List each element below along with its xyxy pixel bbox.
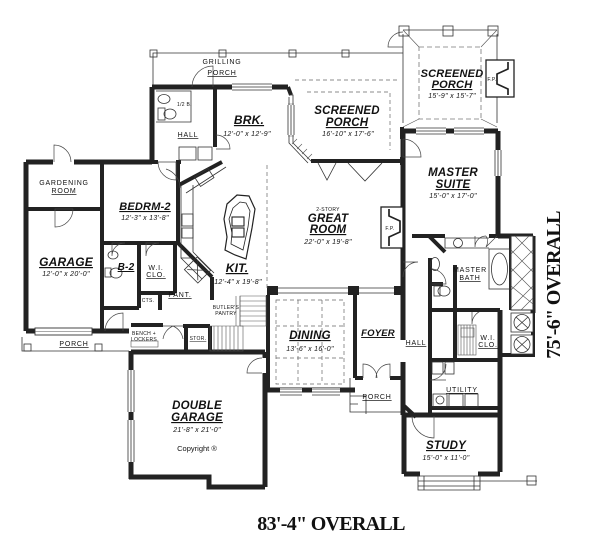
svg-text:12'-4" x 19'-8": 12'-4" x 19'-8": [214, 279, 262, 286]
svg-text:15'-0" x 11'-0": 15'-0" x 11'-0": [422, 455, 469, 462]
svg-text:LOCKERS: LOCKERS: [131, 337, 157, 343]
svg-text:GREAT: GREAT: [308, 213, 349, 225]
svg-text:DOUBLE: DOUBLE: [172, 400, 222, 412]
svg-text:CLO.: CLO.: [478, 342, 498, 349]
svg-text:MASTER: MASTER: [453, 267, 487, 274]
svg-text:PORCH: PORCH: [59, 341, 88, 348]
svg-text:16'-10" x 17'-6": 16'-10" x 17'-6": [322, 131, 374, 138]
svg-text:SUITE: SUITE: [436, 179, 471, 191]
svg-text:CLO.: CLO.: [146, 272, 166, 279]
svg-text:13'-6" x 16'-0": 13'-6" x 16'-0": [286, 346, 334, 353]
svg-text:15'-0" x 17'-0": 15'-0" x 17'-0": [429, 193, 477, 200]
svg-text:SCREENED: SCREENED: [314, 105, 380, 117]
svg-text:ROOM: ROOM: [52, 188, 77, 195]
svg-text:DINING: DINING: [289, 330, 330, 342]
svg-text:F.P.: F.P.: [487, 77, 496, 83]
svg-text:83'-4" OVERALL: 83'-4" OVERALL: [257, 513, 405, 535]
svg-text:CTS.: CTS.: [142, 298, 155, 304]
svg-text:ROOM: ROOM: [310, 224, 347, 236]
svg-text:12'-3" x 13'-8": 12'-3" x 13'-8": [121, 215, 169, 222]
svg-text:GARAGE: GARAGE: [171, 412, 223, 424]
svg-text:PORCH: PORCH: [362, 394, 391, 401]
svg-text:BATH: BATH: [459, 275, 480, 282]
svg-text:STOR.: STOR.: [190, 336, 207, 342]
svg-text:W.I.: W.I.: [480, 335, 495, 342]
svg-text:BENCH +: BENCH +: [132, 331, 156, 337]
svg-text:75'-6" OVERALL: 75'-6" OVERALL: [543, 211, 565, 359]
svg-text:BRK.: BRK.: [234, 113, 264, 127]
svg-text:HALL: HALL: [178, 132, 199, 139]
svg-text:22'-0" x 19'-8": 22'-0" x 19'-8": [303, 239, 352, 246]
svg-text:PORCH: PORCH: [432, 79, 474, 91]
svg-text:2-STORY: 2-STORY: [316, 207, 340, 213]
svg-text:PORCH: PORCH: [326, 117, 369, 129]
svg-text:KIT.: KIT.: [226, 261, 249, 275]
svg-text:BEDRM-2: BEDRM-2: [119, 201, 171, 213]
svg-text:MASTER: MASTER: [428, 167, 478, 179]
svg-text:F.P.: F.P.: [385, 226, 394, 232]
svg-text:21'-8" x 21'-0": 21'-8" x 21'-0": [172, 427, 221, 434]
svg-text:15'-9" x 15'-7": 15'-9" x 15'-7": [428, 93, 476, 100]
svg-text:GARDENING: GARDENING: [39, 180, 89, 187]
svg-text:PANTRY: PANTRY: [215, 311, 237, 317]
svg-text:GARAGE: GARAGE: [39, 255, 94, 269]
svg-text:W.I.: W.I.: [148, 265, 163, 272]
svg-text:Copyright ®: Copyright ®: [177, 444, 217, 453]
svg-text:SCREENED: SCREENED: [421, 68, 484, 80]
svg-text:12'-0" x 20'-0": 12'-0" x 20'-0": [42, 271, 90, 278]
svg-text:PANT.: PANT.: [168, 292, 191, 299]
svg-text:FOYER: FOYER: [361, 328, 395, 339]
svg-text:STUDY: STUDY: [426, 440, 467, 452]
svg-text:BUTLER'S: BUTLER'S: [213, 305, 240, 311]
svg-text:1/2 B.: 1/2 B.: [177, 102, 192, 108]
svg-text:UTILITY: UTILITY: [446, 387, 478, 394]
svg-text:B-2: B-2: [118, 262, 135, 273]
svg-text:PORCH: PORCH: [207, 70, 236, 77]
svg-text:12'-0" x 12'-9": 12'-0" x 12'-9": [223, 131, 271, 138]
svg-text:GRILLING: GRILLING: [202, 59, 241, 66]
svg-text:HALL: HALL: [406, 340, 427, 347]
